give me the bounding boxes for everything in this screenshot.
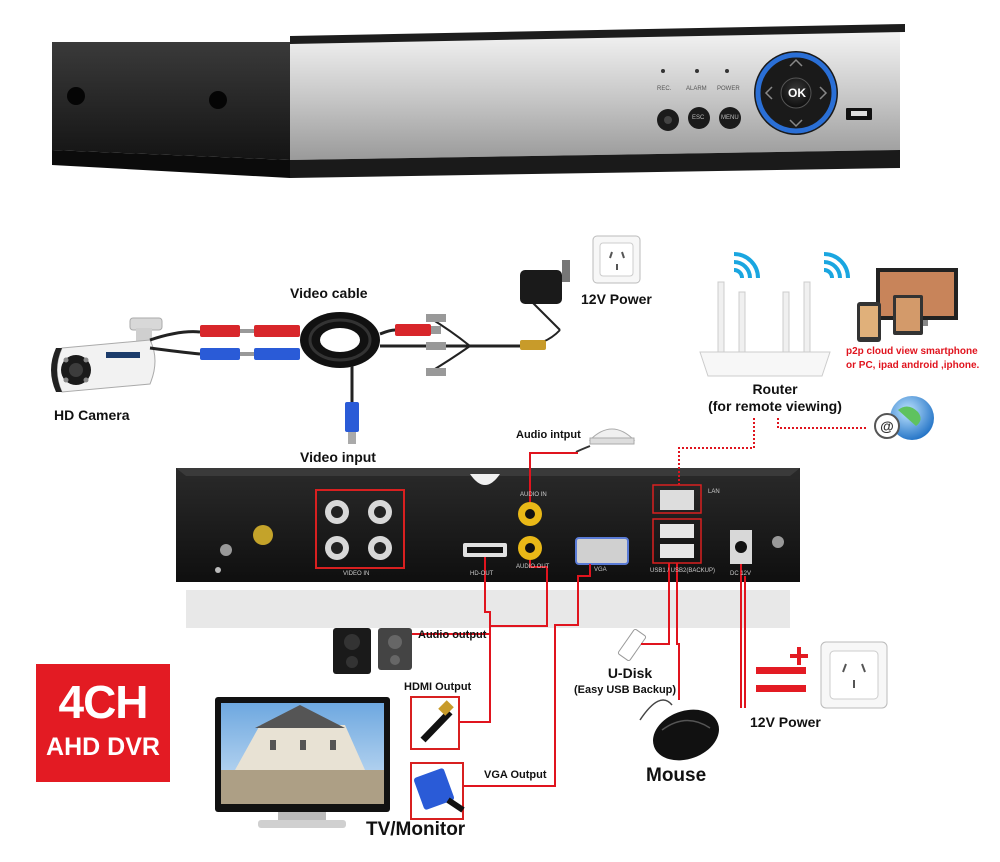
- router-label: Router: [752, 381, 798, 397]
- back-audio-out-label: AUDIO OUT: [516, 564, 550, 570]
- video-cable-label: Video cable: [290, 285, 368, 301]
- back-hd-out-label: HD-OUT: [470, 571, 494, 577]
- hdmi-output-label: HDMI Output: [404, 681, 472, 693]
- audio-output-label: Audio output: [418, 629, 487, 641]
- p2p-caption-line-1: p2p cloud view smartphone: [846, 346, 978, 357]
- mouse-label: Mouse: [646, 765, 707, 786]
- dvr-back-panel: [176, 468, 800, 582]
- audio-microphone: [575, 428, 636, 453]
- tv-monitor: [215, 697, 390, 828]
- back-audio-in-label: AUDIO IN: [520, 492, 547, 498]
- front-power-label: POWER: [717, 86, 740, 92]
- vga-output-label: VGA Output: [484, 769, 547, 781]
- vga-connector: [410, 762, 465, 820]
- back-video-in-label: VIDEO IN: [343, 571, 370, 577]
- u-disk-label: U-Disk: [607, 665, 653, 681]
- usb-flash-drive: [617, 628, 647, 662]
- front-menu-button: MENU: [721, 115, 739, 121]
- connection-lines: [412, 418, 866, 787]
- 4ch-ahd-dvr-badge: 4CH AHD DVR: [36, 664, 170, 782]
- internet-globe-icon: @: [874, 396, 934, 440]
- hd-camera-label: HD Camera: [54, 407, 130, 423]
- u-disk-sublabel: (Easy USB Backup): [573, 684, 677, 696]
- mouse: [639, 699, 719, 761]
- p2p-caption-line-2: or PC, ipad android ,iphone.: [846, 360, 980, 371]
- front-ok-button: OK: [788, 86, 806, 100]
- front-alarm-label: ALARM: [686, 86, 707, 92]
- tv-monitor-label: TV/Monitor: [366, 819, 466, 840]
- badge-line-1: 4CH: [58, 676, 148, 728]
- video-cable-assembly: [149, 312, 561, 444]
- back-lan-label: LAN: [708, 489, 720, 495]
- speakers: [333, 628, 412, 674]
- svg-text:@: @: [880, 418, 894, 434]
- router-sublabel: (for remote viewing): [708, 398, 842, 414]
- remote-devices: [857, 268, 958, 342]
- wall-socket-bottom: [820, 641, 888, 709]
- dvr-front-unit: [52, 24, 905, 178]
- video-input-label: Video input: [300, 449, 376, 465]
- back-usb-label: USB1 / USB2(BACKUP): [650, 568, 716, 574]
- front-rec-label: REC.: [657, 86, 672, 92]
- wifi-icon: [733, 252, 850, 279]
- badge-line-2: AHD DVR: [46, 733, 160, 761]
- power-adapter: [520, 260, 570, 331]
- front-esc-button: ESC: [692, 115, 705, 121]
- router: [699, 281, 831, 377]
- power-top-label: 12V Power: [581, 291, 652, 307]
- power-bottom-label: 12V Power: [750, 714, 821, 730]
- hd-camera: [51, 317, 163, 393]
- audio-input-label: Audio intput: [516, 429, 581, 441]
- hdmi-connector: [410, 696, 460, 750]
- back-dc-label: DC 12V: [730, 571, 752, 577]
- panel-reflection: [186, 590, 790, 628]
- wall-socket-top: [592, 235, 641, 284]
- dc-power-symbol: [756, 647, 808, 692]
- back-vga-label: VGA: [594, 567, 607, 573]
